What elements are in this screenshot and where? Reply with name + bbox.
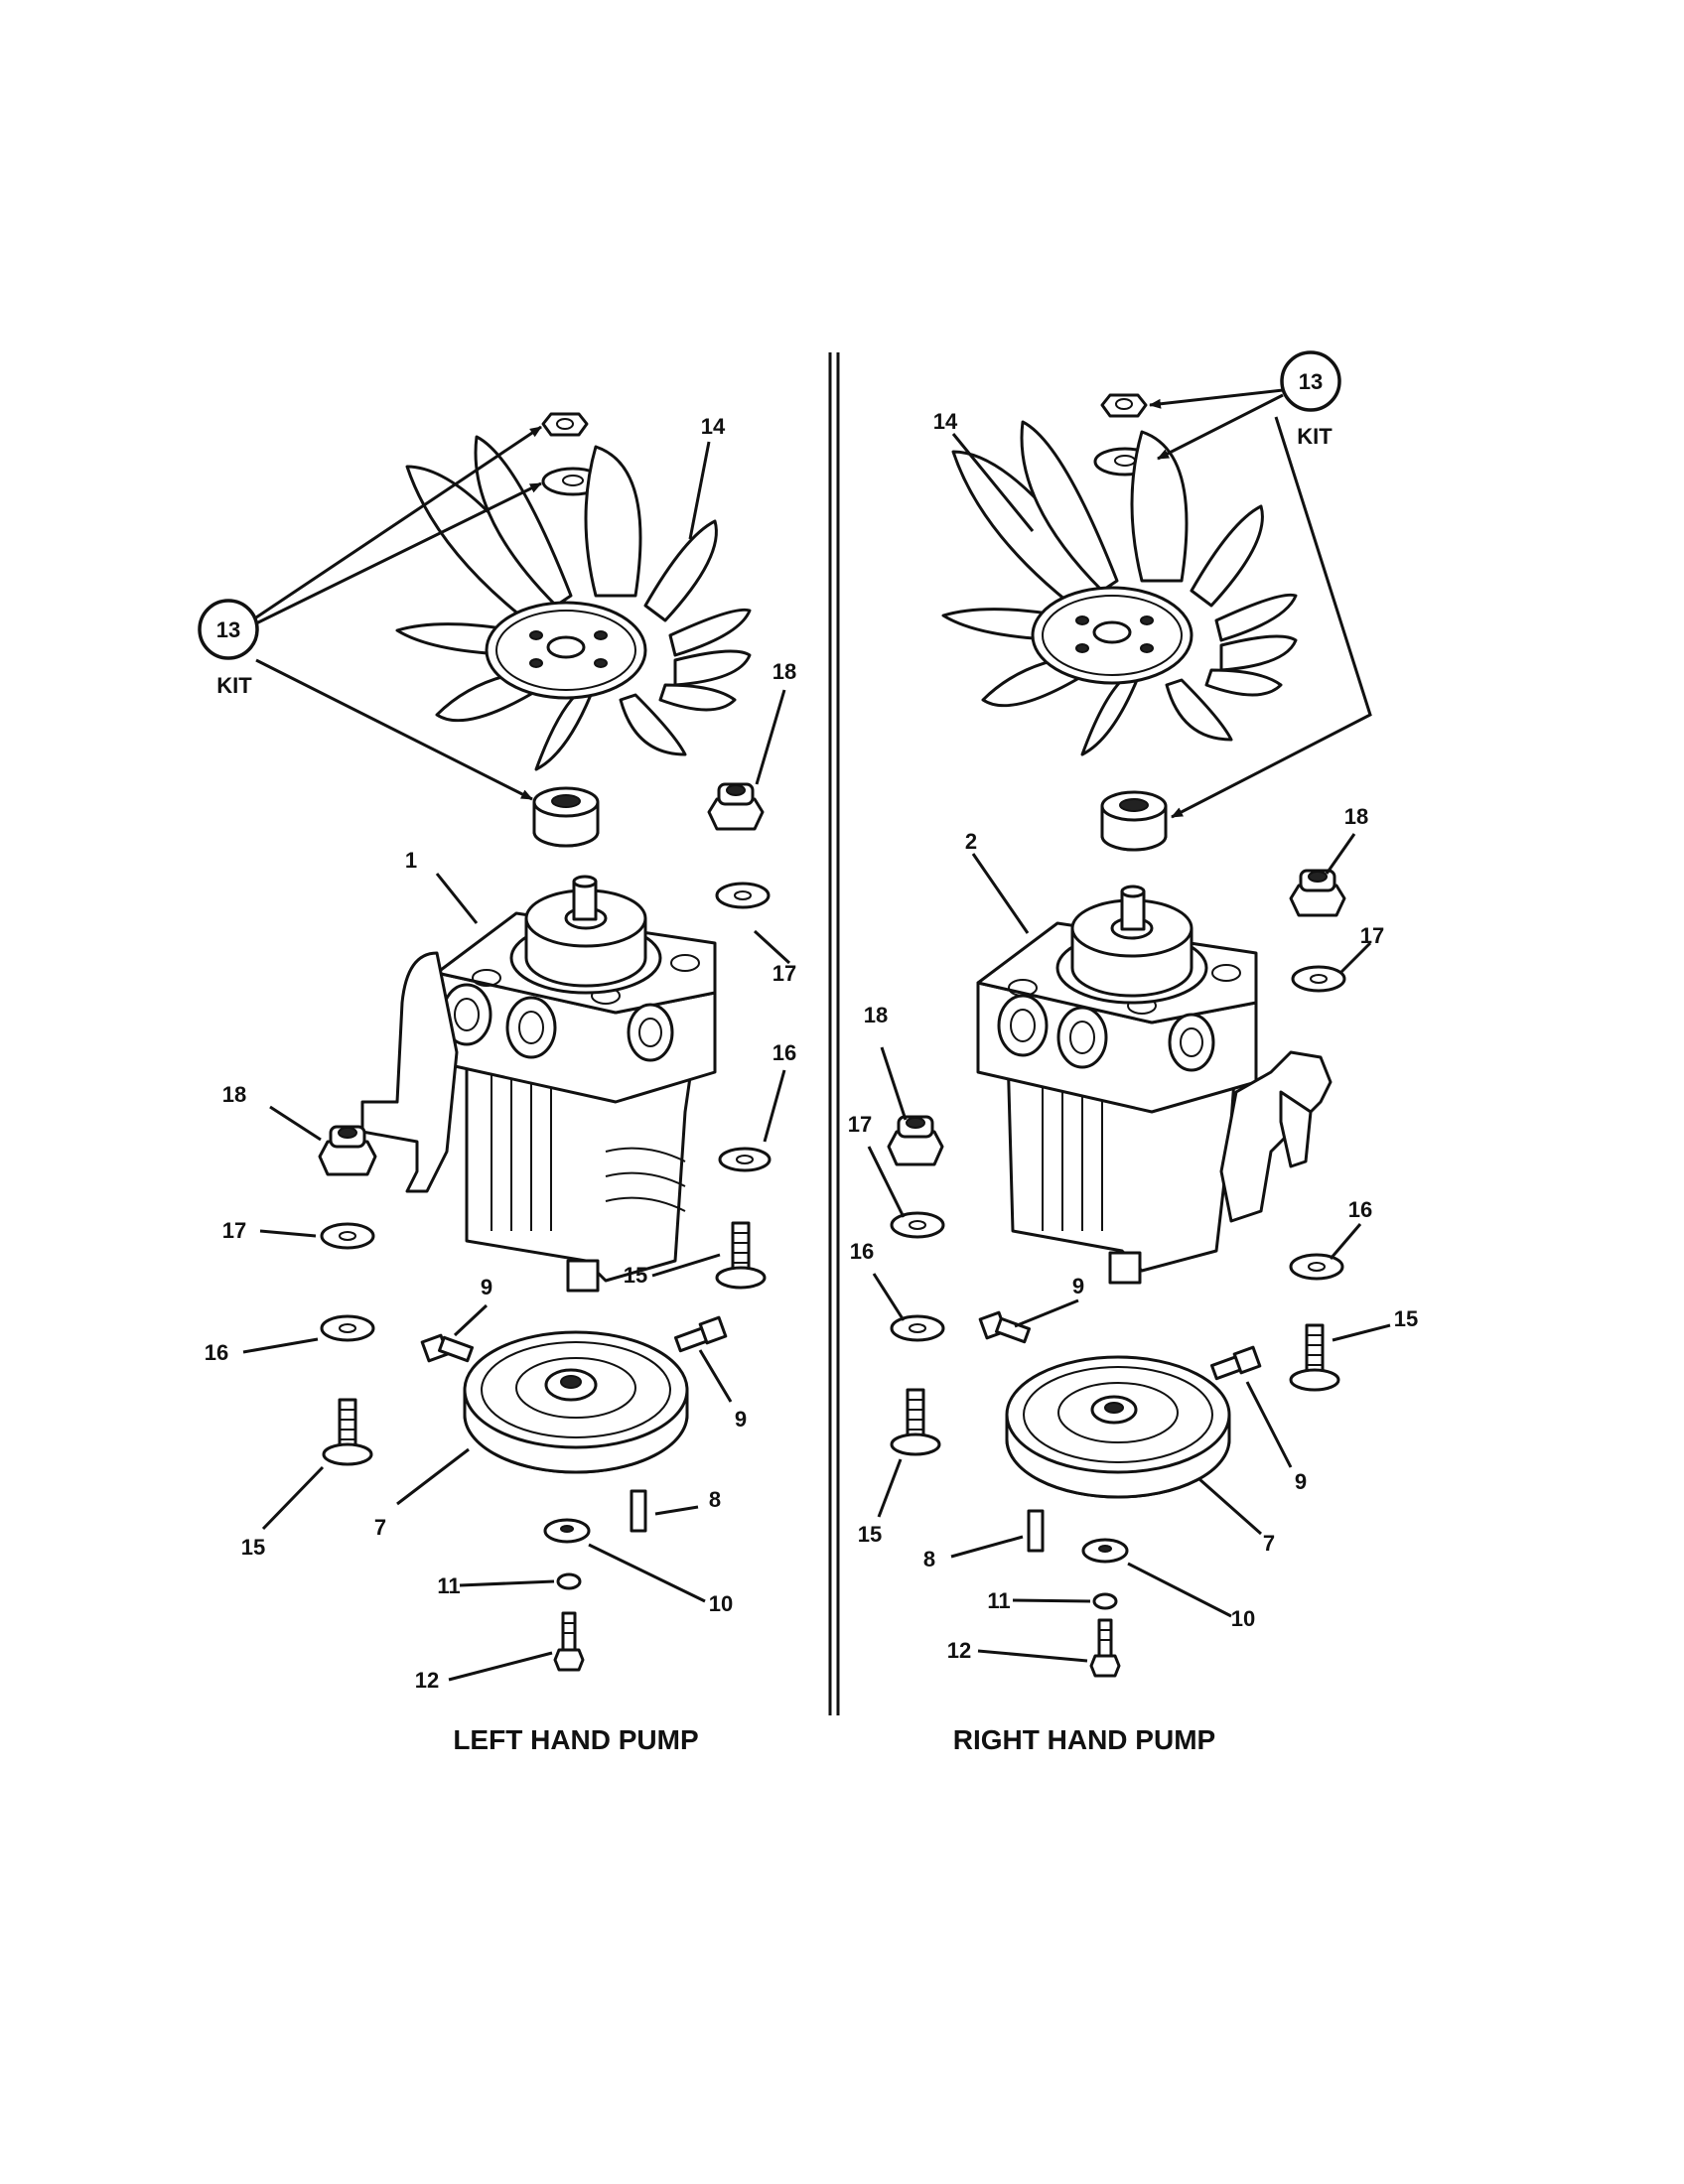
- left-lock-nut-lower: [318, 1125, 377, 1176]
- left-label-7: 7: [374, 1515, 386, 1540]
- left-set-screw-left: [420, 1333, 474, 1363]
- right-carriage-bolt-right: [1289, 1323, 1340, 1392]
- left-label-15-left: 15: [241, 1535, 265, 1560]
- left-pulley-washer: [543, 1518, 591, 1544]
- left-hand-pump-caption: LEFT HAND PUMP: [453, 1724, 698, 1755]
- right-label-9-right: 9: [1295, 1469, 1307, 1494]
- right-label-kit: KIT: [1297, 424, 1333, 449]
- left-kit-bushing: [532, 786, 600, 848]
- left-carriage-bolt-right: [715, 1221, 767, 1290]
- left-label-12: 12: [415, 1668, 439, 1693]
- left-washer-upper: [715, 882, 771, 909]
- right-label-13: 13: [1299, 369, 1323, 394]
- right-label-18-lower: 18: [864, 1003, 888, 1027]
- right-key: [1027, 1509, 1045, 1553]
- left-pump-body: [360, 875, 717, 1293]
- left-label-17-left: 17: [222, 1218, 246, 1243]
- left-fan: [395, 435, 752, 771]
- right-pulley-bolt: [1089, 1618, 1121, 1678]
- left-label-18-upper: 18: [772, 659, 796, 684]
- center-divider: [828, 352, 840, 1715]
- left-hand-pump-assembly: 13 KIT 14 18 1 17 16 18 17 16 15 9 9 15 …: [198, 412, 796, 1755]
- left-label-16-left: 16: [205, 1340, 228, 1365]
- left-label-13: 13: [216, 617, 240, 642]
- left-label-18-lower: 18: [222, 1082, 246, 1107]
- right-washer-16-right: [1289, 1253, 1344, 1281]
- left-washer-16-left: [320, 1314, 375, 1342]
- left-washer-16-right: [718, 1147, 772, 1172]
- right-hand-pump-assembly: 13 KIT 14 18 2 17 18 17 16 16 9 15 9 15 …: [848, 350, 1418, 1755]
- right-label-17-left: 17: [848, 1112, 872, 1137]
- left-set-screw-right: [674, 1315, 728, 1353]
- left-label-14: 14: [701, 414, 726, 439]
- left-key: [630, 1489, 647, 1533]
- right-washer-17-left: [890, 1211, 945, 1239]
- right-kit-bushing: [1100, 790, 1168, 852]
- right-label-11: 11: [987, 1588, 1010, 1613]
- right-fan: [941, 420, 1298, 756]
- right-pulley-washer: [1081, 1538, 1129, 1564]
- right-pulley: [1005, 1355, 1231, 1499]
- right-label-15-right: 15: [1394, 1306, 1418, 1331]
- right-label-9-left: 9: [1072, 1274, 1084, 1298]
- left-label-8: 8: [709, 1487, 721, 1512]
- left-label-11: 11: [437, 1573, 460, 1598]
- right-lock-nut-upper: [1289, 869, 1346, 917]
- right-hand-pump-caption: RIGHT HAND PUMP: [953, 1724, 1215, 1755]
- right-lock-washer: [1092, 1592, 1118, 1610]
- left-carriage-bolt-left: [322, 1398, 373, 1466]
- left-kit-callout-circle: [198, 599, 259, 660]
- right-set-screw-left: [978, 1310, 1031, 1344]
- right-label-14: 14: [933, 409, 958, 434]
- left-callouts: 13 KIT 14 18 1 17 16 18 17 16 15 9 9 15 …: [198, 414, 796, 1693]
- right-label-7: 7: [1263, 1531, 1275, 1556]
- right-washer-17-upper: [1291, 965, 1346, 993]
- left-label-10: 10: [709, 1591, 733, 1616]
- right-kit-callout-circle: [1280, 350, 1341, 412]
- left-label-1: 1: [405, 848, 417, 873]
- left-label-15-right: 15: [624, 1263, 647, 1288]
- right-callouts: 13 KIT 14 18 2 17 18 17 16 16 9 15 9 15 …: [848, 350, 1418, 1663]
- right-set-screw-right: [1210, 1345, 1262, 1381]
- right-label-8: 8: [923, 1547, 935, 1571]
- right-label-16-right: 16: [1348, 1197, 1372, 1222]
- right-leader-lines: [867, 388, 1391, 1663]
- left-leader-lines: [242, 425, 791, 1682]
- left-washer-17-left: [320, 1222, 375, 1250]
- left-lock-nut-upper: [707, 782, 765, 831]
- left-label-17-upper: 17: [772, 961, 796, 986]
- left-pulley: [463, 1330, 689, 1474]
- left-label-9-left: 9: [481, 1275, 492, 1299]
- right-label-10: 10: [1231, 1606, 1255, 1631]
- right-lock-nut-lower: [887, 1115, 944, 1166]
- right-label-12: 12: [947, 1638, 971, 1663]
- left-kit-hex-nut: [541, 412, 589, 437]
- right-label-17-upper: 17: [1360, 923, 1384, 948]
- left-pulley-bolt: [553, 1611, 585, 1672]
- right-label-18-upper: 18: [1344, 804, 1368, 829]
- right-label-15-left: 15: [858, 1522, 882, 1547]
- right-carriage-bolt-left: [890, 1388, 941, 1456]
- right-washer-16-left: [890, 1314, 945, 1342]
- right-label-2: 2: [965, 829, 977, 854]
- left-label-16-right: 16: [772, 1040, 796, 1065]
- left-lock-washer: [556, 1572, 582, 1590]
- right-kit-hex-nut: [1100, 393, 1148, 418]
- left-label-kit: KIT: [216, 673, 252, 698]
- right-label-16-left: 16: [850, 1239, 874, 1264]
- left-label-9-right: 9: [735, 1407, 747, 1432]
- right-pump-body: [976, 885, 1333, 1285]
